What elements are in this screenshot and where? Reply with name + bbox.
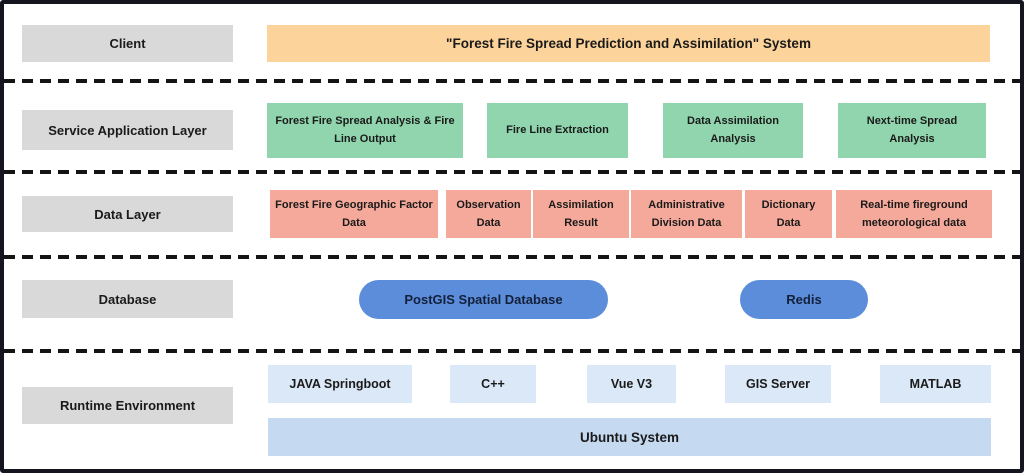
service-box-next-time-spread: Next-time Spread Analysis — [838, 103, 986, 158]
service-box-fire-line-extraction: Fire Line Extraction — [487, 103, 628, 158]
layer-label-database: Database — [22, 280, 233, 318]
data-box-administrative-division: Administrative Division Data — [631, 190, 742, 238]
layer-label-service: Service Application Layer — [22, 110, 233, 150]
layer-separator — [4, 349, 1020, 353]
runtime-box-vue: Vue V3 — [587, 365, 676, 403]
runtime-os-bar-ubuntu: Ubuntu System — [268, 418, 991, 456]
layer-label-client: Client — [22, 25, 233, 62]
database-pill-redis: Redis — [740, 280, 868, 319]
runtime-box-java-springboot: JAVA Springboot — [268, 365, 412, 403]
data-box-geographic-factor: Forest Fire Geographic Factor Data — [270, 190, 438, 238]
client-system-box: "Forest Fire Spread Prediction and Assim… — [267, 25, 990, 62]
database-pill-postgis: PostGIS Spatial Database — [359, 280, 608, 319]
runtime-box-gis-server: GIS Server — [725, 365, 831, 403]
runtime-box-matlab: MATLAB — [880, 365, 991, 403]
service-box-spread-analysis: Forest Fire Spread Analysis & Fire Line … — [267, 103, 463, 158]
runtime-box-cpp: C++ — [450, 365, 536, 403]
data-box-dictionary: Dictionary Data — [745, 190, 832, 238]
data-box-observation: Observation Data — [446, 190, 531, 238]
layer-separator — [4, 79, 1020, 83]
layer-separator — [4, 170, 1020, 174]
service-box-data-assimilation: Data Assimilation Analysis — [663, 103, 803, 158]
layer-label-data: Data Layer — [22, 196, 233, 232]
layer-separator — [4, 255, 1020, 259]
layer-label-runtime: Runtime Environment — [22, 387, 233, 424]
data-box-fireground-meteorological: Real-time fireground meteorological data — [836, 190, 992, 238]
data-box-assimilation-result: Assimilation Result — [533, 190, 629, 238]
